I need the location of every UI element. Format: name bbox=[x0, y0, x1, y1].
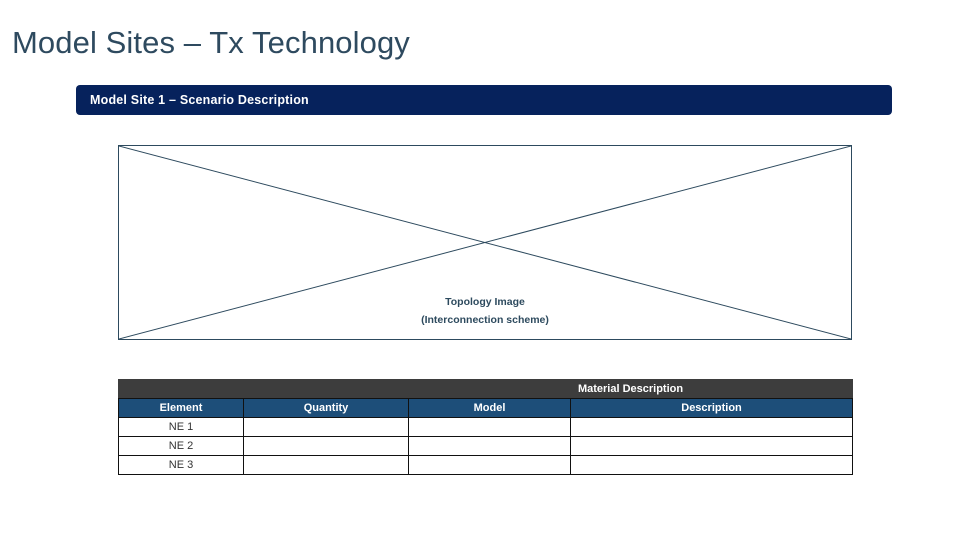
material-description-table: Material Description Element Quantity Mo… bbox=[118, 379, 854, 475]
topology-caption: Topology Image (Interconnection scheme) bbox=[119, 293, 851, 329]
section-banner-label: Model Site 1 – Scenario Description bbox=[90, 93, 309, 107]
topology-caption-line1: Topology Image bbox=[445, 296, 525, 308]
column-header-element[interactable]: Element bbox=[118, 398, 244, 418]
group-header-blank bbox=[118, 379, 409, 399]
topology-caption-line2: (Interconnection scheme) bbox=[421, 314, 549, 326]
cell-model[interactable] bbox=[408, 436, 571, 456]
cell-quantity[interactable] bbox=[243, 455, 409, 475]
table-column-header-row: Element Quantity Model Description bbox=[118, 398, 854, 418]
table-row: NE 3 bbox=[118, 455, 854, 475]
table-row: NE 2 bbox=[118, 436, 854, 456]
cell-quantity[interactable] bbox=[243, 436, 409, 456]
page-title: Model Sites – Tx Technology bbox=[12, 25, 410, 60]
cell-quantity[interactable] bbox=[243, 417, 409, 437]
column-header-description[interactable]: Description bbox=[569, 398, 854, 418]
cell-description[interactable] bbox=[569, 455, 854, 475]
table-group-header-row: Material Description bbox=[118, 379, 854, 399]
cell-description[interactable] bbox=[569, 417, 854, 437]
group-header-material-description: Material Description bbox=[407, 379, 854, 399]
section-banner: Model Site 1 – Scenario Description bbox=[76, 85, 892, 115]
placeholder-cross-icon bbox=[119, 146, 851, 339]
cell-element[interactable]: NE 1 bbox=[118, 417, 244, 437]
cell-model[interactable] bbox=[408, 417, 571, 437]
topology-image-placeholder: Topology Image (Interconnection scheme) bbox=[118, 145, 852, 340]
cell-element[interactable]: NE 2 bbox=[118, 436, 244, 456]
cell-description[interactable] bbox=[569, 436, 854, 456]
cell-element[interactable]: NE 3 bbox=[118, 455, 244, 475]
column-header-model[interactable]: Model bbox=[408, 398, 571, 418]
table-row: NE 1 bbox=[118, 417, 854, 437]
cell-model[interactable] bbox=[408, 455, 571, 475]
column-header-quantity[interactable]: Quantity bbox=[243, 398, 409, 418]
